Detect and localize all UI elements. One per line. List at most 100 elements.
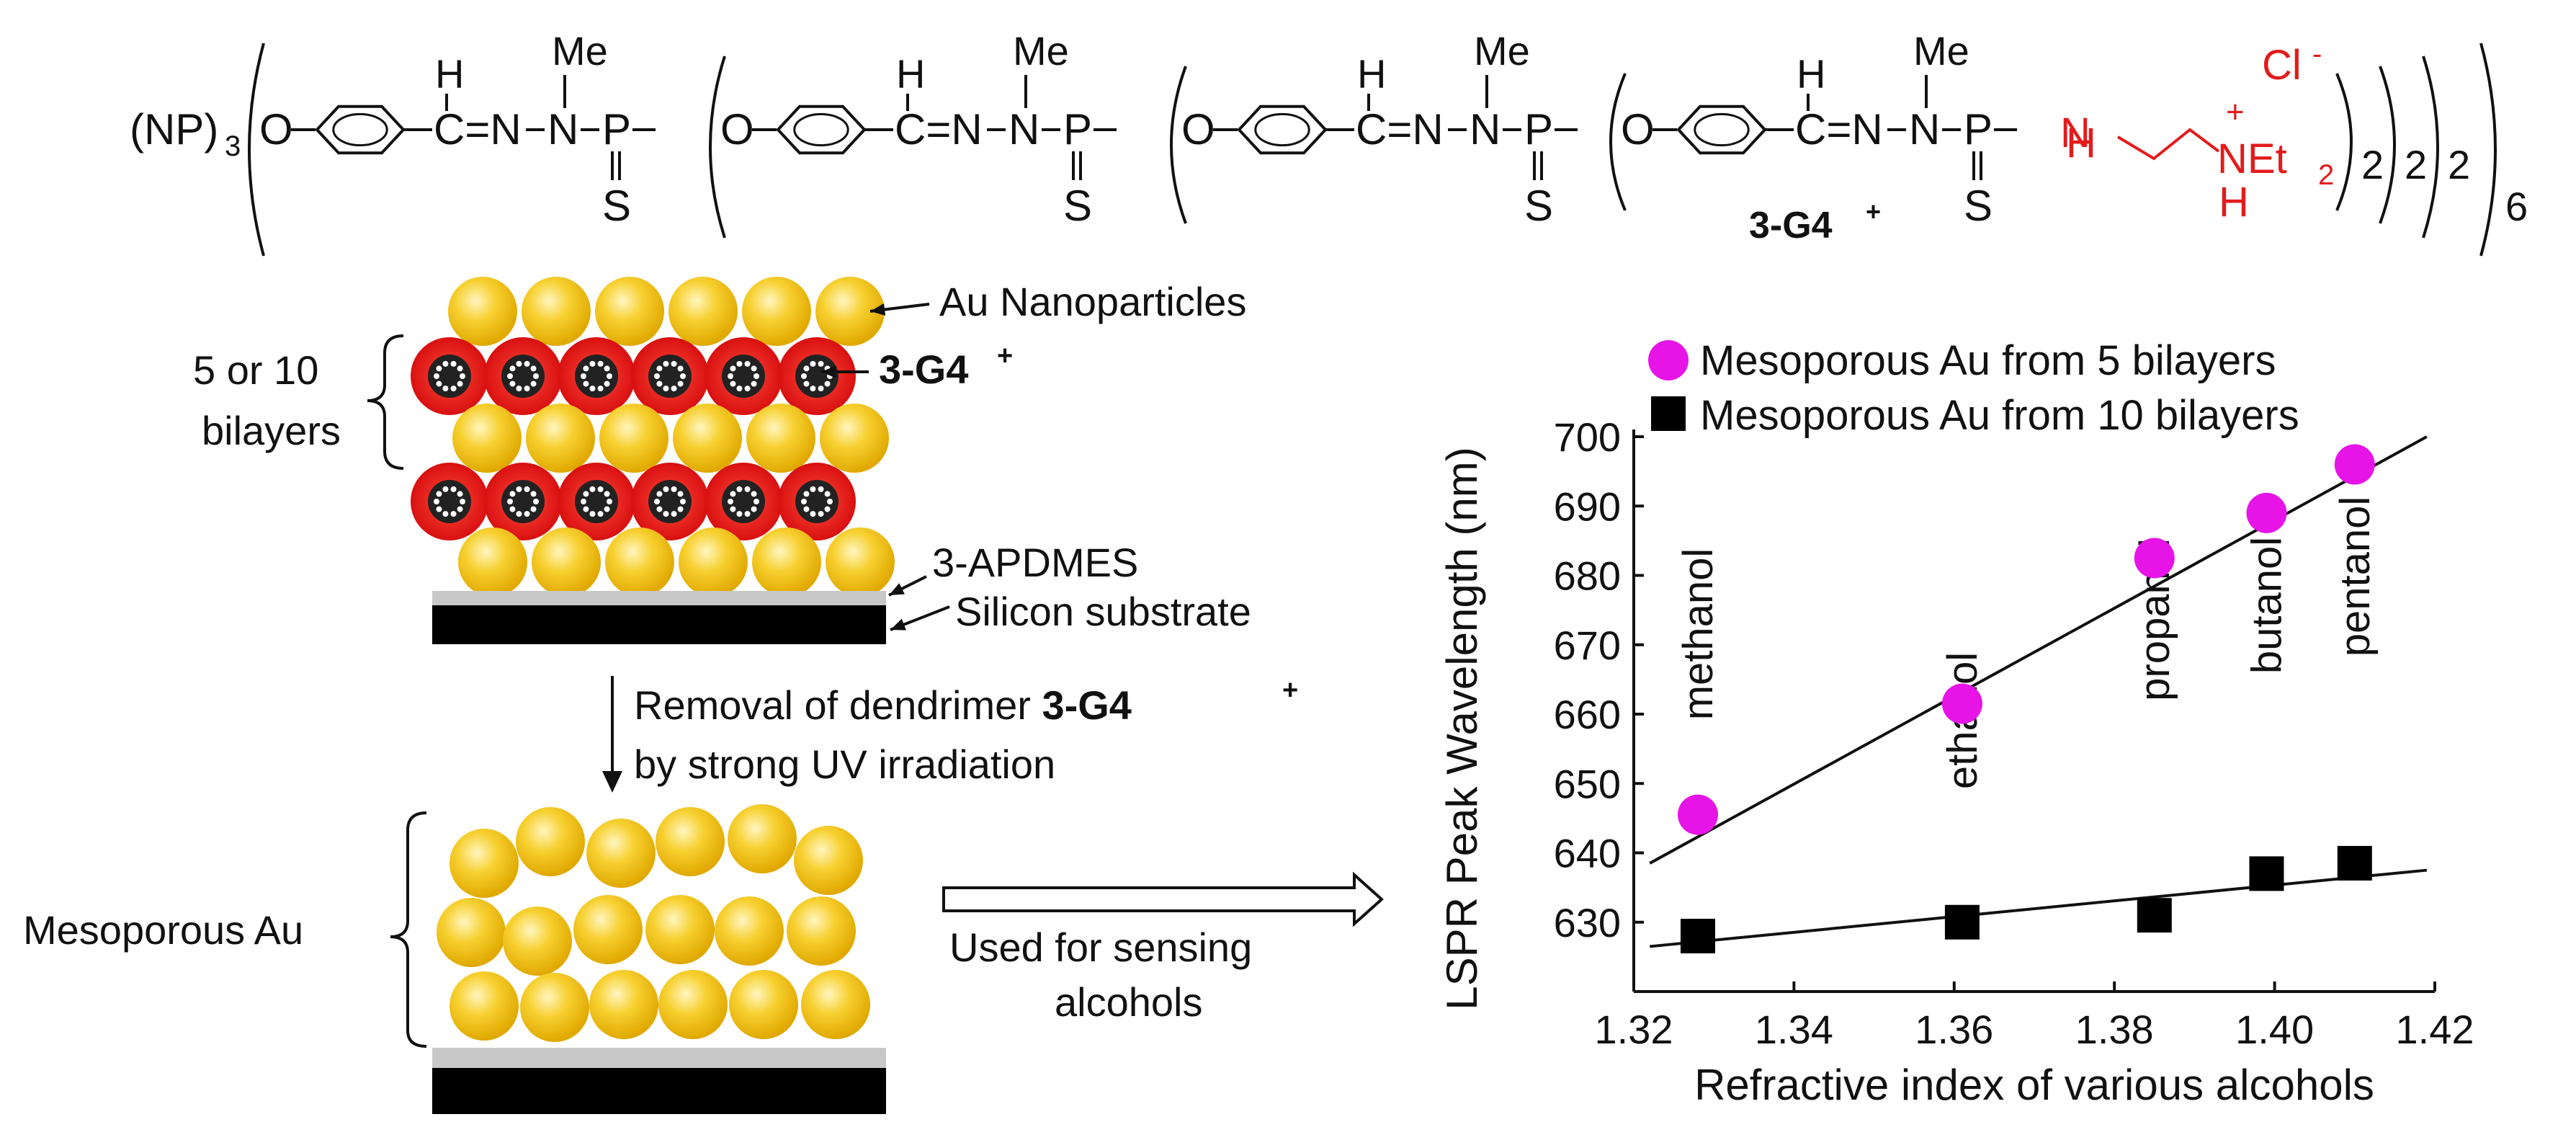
schematic-labels: Au Nanoparticles 5 or 10 bilayers 3-G4 +… xyxy=(193,279,1251,634)
au-arrow-head xyxy=(870,303,886,316)
dendrimer-branch xyxy=(663,386,669,392)
alcohol-label: methanol xyxy=(1675,548,1722,721)
hollow-arrow xyxy=(942,871,1384,927)
dendrimer-branch xyxy=(803,491,810,497)
dendrimer-branch xyxy=(803,506,810,512)
open-paren xyxy=(1609,73,1627,211)
gold-nanoparticle xyxy=(656,807,725,876)
sulfur-atom: S xyxy=(602,182,631,230)
dendrimer-core xyxy=(501,480,545,523)
process-step: Removal of dendrimer 3-G4 + by strong UV… xyxy=(634,675,1298,787)
dendrimer-branch xyxy=(530,380,537,387)
dendrimer-branch xyxy=(751,506,757,512)
gold-nanoparticle xyxy=(801,970,870,1039)
dendrimer-branch xyxy=(656,491,663,497)
y-tick-label: 700 xyxy=(1554,414,1621,460)
dendrimer-branch xyxy=(509,491,516,497)
data-point-10-bilayers xyxy=(2137,898,2172,933)
process-line1-sup: + xyxy=(1282,675,1298,705)
dendrimer-core xyxy=(575,480,618,523)
dendrimer-branch xyxy=(604,506,610,512)
dendrimer-branch xyxy=(450,511,457,517)
gold-nanoparticle xyxy=(503,907,572,976)
dendrimer-branch xyxy=(810,360,816,367)
gold-nanoparticle xyxy=(679,527,748,597)
gold-nanoparticle xyxy=(742,277,811,346)
dendrimer-branch xyxy=(597,386,604,392)
sulfur-atom: S xyxy=(1063,182,1092,230)
phosphorus-atom: P xyxy=(1964,105,1993,153)
dendrimer-branch xyxy=(460,499,465,504)
x-tick-label: 1.40 xyxy=(2235,1007,2314,1052)
aromatic-circle xyxy=(793,112,849,147)
dendrimer-branch xyxy=(810,486,816,492)
gold-nanoparticle xyxy=(728,804,797,873)
formula-core: (NP) xyxy=(130,105,218,153)
sulfur-atom: S xyxy=(1964,182,1993,230)
dendrimer-branch xyxy=(810,511,816,517)
ethylene-linker xyxy=(2116,128,2220,161)
dendrimer-branch xyxy=(656,365,663,372)
dendrimer-branch xyxy=(730,491,736,497)
terminal-cl-sup: - xyxy=(2312,38,2322,70)
dendrimer-branch xyxy=(810,386,816,392)
gold-nanoparticle xyxy=(820,404,889,473)
dendrimer-core xyxy=(795,355,838,398)
dendrimer-branch xyxy=(654,373,660,379)
dendrimer-branch xyxy=(457,380,463,387)
imine-group: C=N xyxy=(895,105,983,153)
dendrimer-branch xyxy=(656,380,663,387)
hydrogen-atom: H xyxy=(1797,51,1825,97)
dendrimer-branch xyxy=(728,499,733,504)
data-point-5-bilayers xyxy=(1677,794,1718,835)
dendrimer-layer-label-sup: + xyxy=(997,341,1013,371)
dendrimer-branch xyxy=(533,499,539,504)
gold-nanoparticle xyxy=(715,896,784,966)
dendrimer-branch xyxy=(436,491,442,497)
nitrogen-atom: N xyxy=(547,105,578,153)
fit-line xyxy=(1650,868,2428,948)
gold-nanoparticle xyxy=(589,970,658,1039)
dendrimer-branch xyxy=(450,486,457,492)
dendrimer-branch xyxy=(803,365,810,372)
dendrimer-core xyxy=(648,480,692,523)
process-arrow-head xyxy=(602,771,622,793)
dendrimer-branch xyxy=(680,373,686,379)
dendrimer-core xyxy=(648,355,692,398)
dendrimer-branch xyxy=(801,373,807,379)
phosphorus-atom: P xyxy=(1063,105,1092,153)
hydrogen-atom: H xyxy=(896,51,925,97)
substrate-label: Silicon substrate xyxy=(955,589,1251,634)
dendrimer-branch xyxy=(436,365,442,372)
imine-group: C=N xyxy=(434,105,522,153)
gold-nanoparticle xyxy=(787,896,856,966)
gold-nanoparticle xyxy=(437,898,506,967)
methyl-label: Me xyxy=(1474,28,1530,74)
dendrimer-branch xyxy=(607,499,612,504)
apdmes-arrow-head xyxy=(889,583,905,595)
dendrimer-branch xyxy=(524,486,530,492)
dendrimer-core xyxy=(575,355,618,398)
dendrimer-branch xyxy=(507,373,513,379)
gold-nanoparticle xyxy=(522,277,591,346)
fit-line xyxy=(1649,435,2428,865)
dendrimer-branch xyxy=(663,511,669,517)
close-paren xyxy=(2335,73,2353,211)
y-tick-label: 670 xyxy=(1554,623,1621,668)
dendrimer-branch xyxy=(583,506,589,512)
gold-nanoparticle xyxy=(452,404,522,473)
dendrimer-branch xyxy=(730,365,736,372)
gold-nanoparticle xyxy=(645,895,715,964)
dendrimer-branch xyxy=(597,360,604,367)
dendrimer-branch xyxy=(801,499,807,504)
mesoporous-au-schematic xyxy=(390,804,886,1114)
dendrimer-branch xyxy=(604,365,610,372)
aromatic-circle xyxy=(332,112,388,147)
phosphorus-atom: P xyxy=(1524,105,1553,153)
gold-nanoparticle xyxy=(532,527,601,597)
gold-nanoparticle xyxy=(450,971,519,1041)
data-point-10-bilayers xyxy=(2337,845,2372,881)
dendrimer-branch xyxy=(457,506,463,512)
